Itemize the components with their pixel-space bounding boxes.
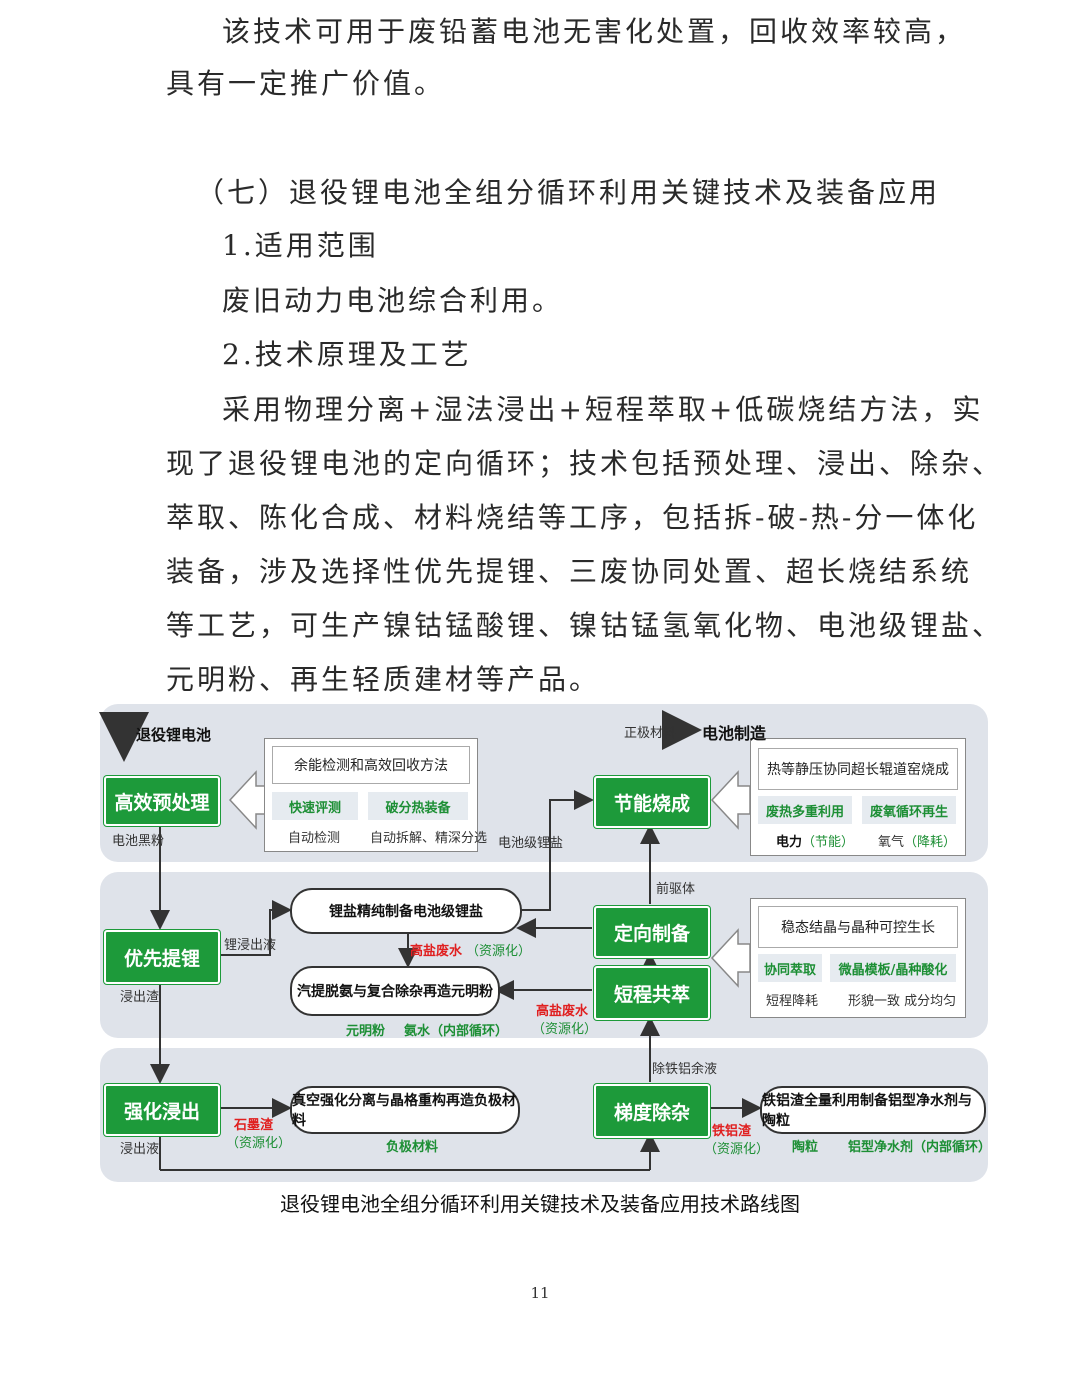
label-precursor: 前驱体: [656, 882, 696, 897]
step-lithium-extraction: 优先提锂: [104, 930, 220, 984]
panel-pretreat-sub1: 自动检测: [288, 831, 341, 846]
panel-extract-title: 稳态结晶与晶种可控生长: [758, 906, 958, 948]
step-prep: 定向制备: [594, 906, 710, 958]
label-fe-al-slag: 铁铝渣: [712, 1124, 752, 1139]
label-anode-material: 负极材料: [386, 1140, 439, 1155]
label-mingfen: 元明粉: [346, 1024, 386, 1039]
label-leach-residue: 浸出渣: [120, 990, 160, 1005]
panel-pretreat-sub2: 自动拆解、精深分选: [370, 831, 488, 846]
step-sinter: 节能烧成: [594, 776, 710, 828]
label-consumption-reduction: （降耗）: [904, 835, 957, 850]
chip-waste-oxygen: 废氧循环再生: [862, 796, 956, 824]
label-oxygen: 氧气: [878, 835, 905, 850]
label-resource-2: （资源化）: [532, 1022, 598, 1037]
step-impurity: 梯度除杂: [594, 1084, 710, 1138]
subheading-principle: 2.技术原理及工艺: [222, 338, 472, 371]
panel-pretreat-title: 余能检测和高效回收方法: [272, 746, 470, 784]
label-electricity: 电力: [776, 835, 803, 850]
section-title: （七）退役锂电池全组分循环利用关键技术及装备应用: [196, 176, 941, 209]
label-after-fe-al: 除铁铝余液: [652, 1062, 718, 1077]
chip-quick-eval: 快速评测: [272, 792, 358, 820]
pill-anode-material: 真空强化分离与晶格重构再造负极材料: [290, 1086, 520, 1134]
step-pretreat: 高效预处理: [104, 776, 220, 826]
label-resource-1: （资源化）: [466, 944, 532, 959]
label-li-leachate: 锂浸出液: [224, 938, 277, 953]
label-black-powder: 电池黑粉: [112, 834, 165, 849]
subheading-scope: 1.适用范围: [222, 229, 379, 262]
diagram-caption: 退役锂电池全组分循环利用关键技术及装备应用技术路线图: [280, 1192, 800, 1216]
body-line-1: 采用物理分离+湿法浸出+短程萃取+低碳烧结方法，实: [222, 393, 984, 426]
chip-waste-heat: 废热多重利用: [758, 796, 852, 824]
label-graphite-slag: 石墨渣: [234, 1118, 274, 1133]
label-ammonia: 氨水（内部循环）: [404, 1024, 509, 1039]
pill-lithium-salt: 锂盐精纯制备电池级锂盐: [290, 888, 522, 934]
label-battery-mfg: 电池制造: [702, 724, 767, 743]
label-high-salt-1: 高盐废水: [410, 944, 463, 959]
chip-microcrystal-template: 微晶模板/晶种酸化: [830, 954, 956, 982]
panel-extract-sub1: 短程降耗: [766, 994, 819, 1009]
page-number: 11: [530, 1284, 550, 1302]
chip-co-extraction: 协同萃取: [758, 954, 822, 982]
label-cathode: 正极材料: [624, 726, 677, 741]
label-leachate: 浸出液: [120, 1142, 160, 1157]
label-purifier: 铝型净水剂（内部循环）: [848, 1140, 992, 1155]
panel-extract-sub2: 形貌一致 成分均匀: [848, 994, 957, 1009]
body-line-6: 元明粉、再生轻质建材等产品。: [166, 663, 601, 696]
panel-sinter-title: 热等静压协同超长辊道窑烧成: [758, 748, 958, 790]
label-resource-4: （资源化）: [704, 1142, 770, 1157]
body-line-4: 装备，涉及选择性优先提锂、三废协同处置、超长烧结系统: [166, 555, 973, 588]
step-leach: 强化浸出: [104, 1084, 220, 1136]
label-battery-li-salt: 电池级锂盐: [498, 836, 564, 851]
text-line-2: 具有一定推广价值。: [166, 67, 446, 100]
body-line-2: 现了退役锂电池的定向循环；技术包括预处理、浸出、除杂、: [166, 447, 1004, 480]
chip-breaking-equipment: 破分热装备: [368, 792, 468, 820]
label-energy-saving: （节能）: [802, 835, 855, 850]
label-high-salt-2: 高盐废水: [536, 1004, 589, 1019]
body-line-3: 萃取、陈化合成、材料烧结等工序，包括拆-破-热-分一体化: [166, 501, 979, 534]
body-line-5: 等工艺，可生产镍钴锰酸锂、镍钴锰氢氧化物、电池级锂盐、: [166, 609, 1004, 642]
label-resource-3: （资源化）: [226, 1136, 292, 1151]
label-ceramsite: 陶粒: [792, 1140, 819, 1155]
text-line-1: 该技术可用于废铅蓄电池无害化处置，回收效率较高，: [222, 15, 967, 48]
step-extract: 短程共萃: [594, 966, 710, 1020]
scope-text: 废旧动力电池综合利用。: [222, 284, 564, 317]
pill-fe-al-slag: 铁铝渣全量利用制备铝型净水剂与陶粒: [760, 1086, 986, 1134]
input-label: 退役锂电池: [136, 726, 212, 744]
pill-mingfen: 汽提脱氨与复合除杂再造元明粉: [290, 966, 500, 1016]
